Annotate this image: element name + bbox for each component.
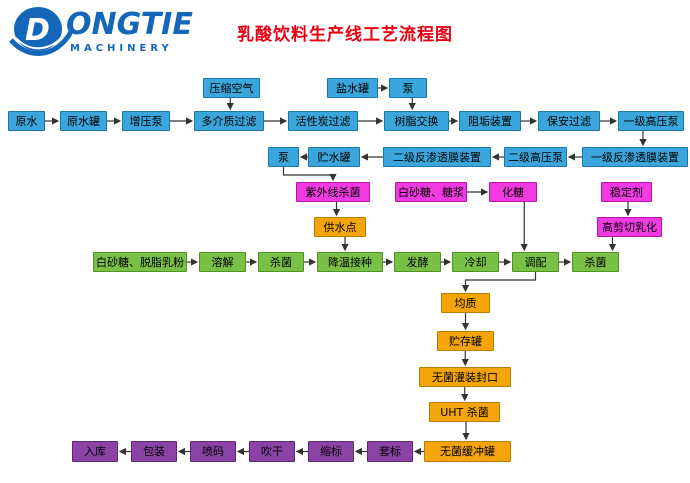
logo-text: ONGTIE MACHINERY [66,7,193,55]
flow-node-tangjiang: 白砂糖、糖浆 [395,182,467,202]
logo-mark: D [9,7,72,56]
flow-node-fajiao: 发酵 [394,252,441,272]
flow-node-erjigaoya: 二级高压泵 [504,147,567,167]
flow-node-baozhuang: 包装 [131,441,177,462]
flow-node-zhucunguan: 贮存罐 [437,331,494,351]
flow-edge-beng-c-ziwaixian [282,167,337,182]
flow-node-penma: 喷码 [190,441,236,462]
flow-node-ziwaixian: 紫外线杀菌 [296,182,370,202]
logo-subtitle: MACHINERY [70,43,173,54]
flow-node-yuanshuiguan: 原水罐 [60,111,107,131]
flow-node-shajun-1: 杀菌 [258,252,304,272]
logo: D ONGTIE MACHINERY [8,4,193,62]
flow-node-yanshuiguan: 盐水罐 [327,78,378,98]
flow-node-tuozhirufen: 白砂糖、脱脂乳粉 [93,252,187,272]
logo-letter-d: D [25,13,50,48]
flow-node-shuzhi: 树脂交换 [384,111,449,131]
flow-node-erjifst: 二级反渗透膜装置 [383,147,491,167]
flow-node-huatang: 化糖 [489,182,537,202]
flow-node-duojiezhi: 多介质过滤 [194,111,264,131]
flow-node-yasuokongqi: 压缩空气 [203,78,260,98]
flow-node-wujunguanzhuang: 无菌灌装封口 [419,367,511,387]
flow-node-wujunhuanchong: 无菌缓冲罐 [424,441,511,462]
flow-node-baoan: 保安过滤 [538,111,600,131]
flow-node-ruku: 入库 [72,441,118,462]
flow-edge-tiaopei-junzhi [461,272,537,293]
flow-node-zhushuiguan: 贮水罐 [308,147,360,167]
flow-node-gongshuidian: 供水点 [314,217,366,237]
flow-node-huoxingtan: 活性炭过滤 [288,111,358,131]
flow-node-tiaopei: 调配 [512,252,559,272]
flow-node-rongjie: 溶解 [199,252,246,272]
flow-node-zengyabeng: 增压泵 [122,111,170,131]
page-title: 乳酸饮料生产线工艺流程图 [237,25,453,45]
flow-node-zugou: 阻垢装置 [459,111,521,131]
flow-node-beng-c: 泵 [268,147,299,167]
flow-node-shajun-2: 杀菌 [572,252,619,272]
flow-node-lengque: 冷却 [452,252,499,272]
flow-node-yuanshui: 原水 [8,111,45,131]
flow-node-chuigan: 吹干 [249,441,295,462]
flow-node-junzhi: 均质 [441,293,490,313]
logo-brand: ONGTIE [66,7,193,42]
flow-node-jiangwen: 降温接种 [317,252,383,272]
flow-node-yijigaoya: 一级高压泵 [618,111,684,131]
flow-node-uht: UHT 杀菌 [429,402,500,422]
flow-node-beng-a: 泵 [389,78,427,98]
flow-node-gaojianqie: 高剪切乳化 [597,217,662,237]
flow-node-taobiao: 套标 [367,441,413,462]
flow-node-suobiao: 缩标 [308,441,354,462]
flow-node-yijifst: 一级反渗透膜装置 [582,147,688,167]
flow-node-wendingji: 稳定剂 [601,182,652,202]
